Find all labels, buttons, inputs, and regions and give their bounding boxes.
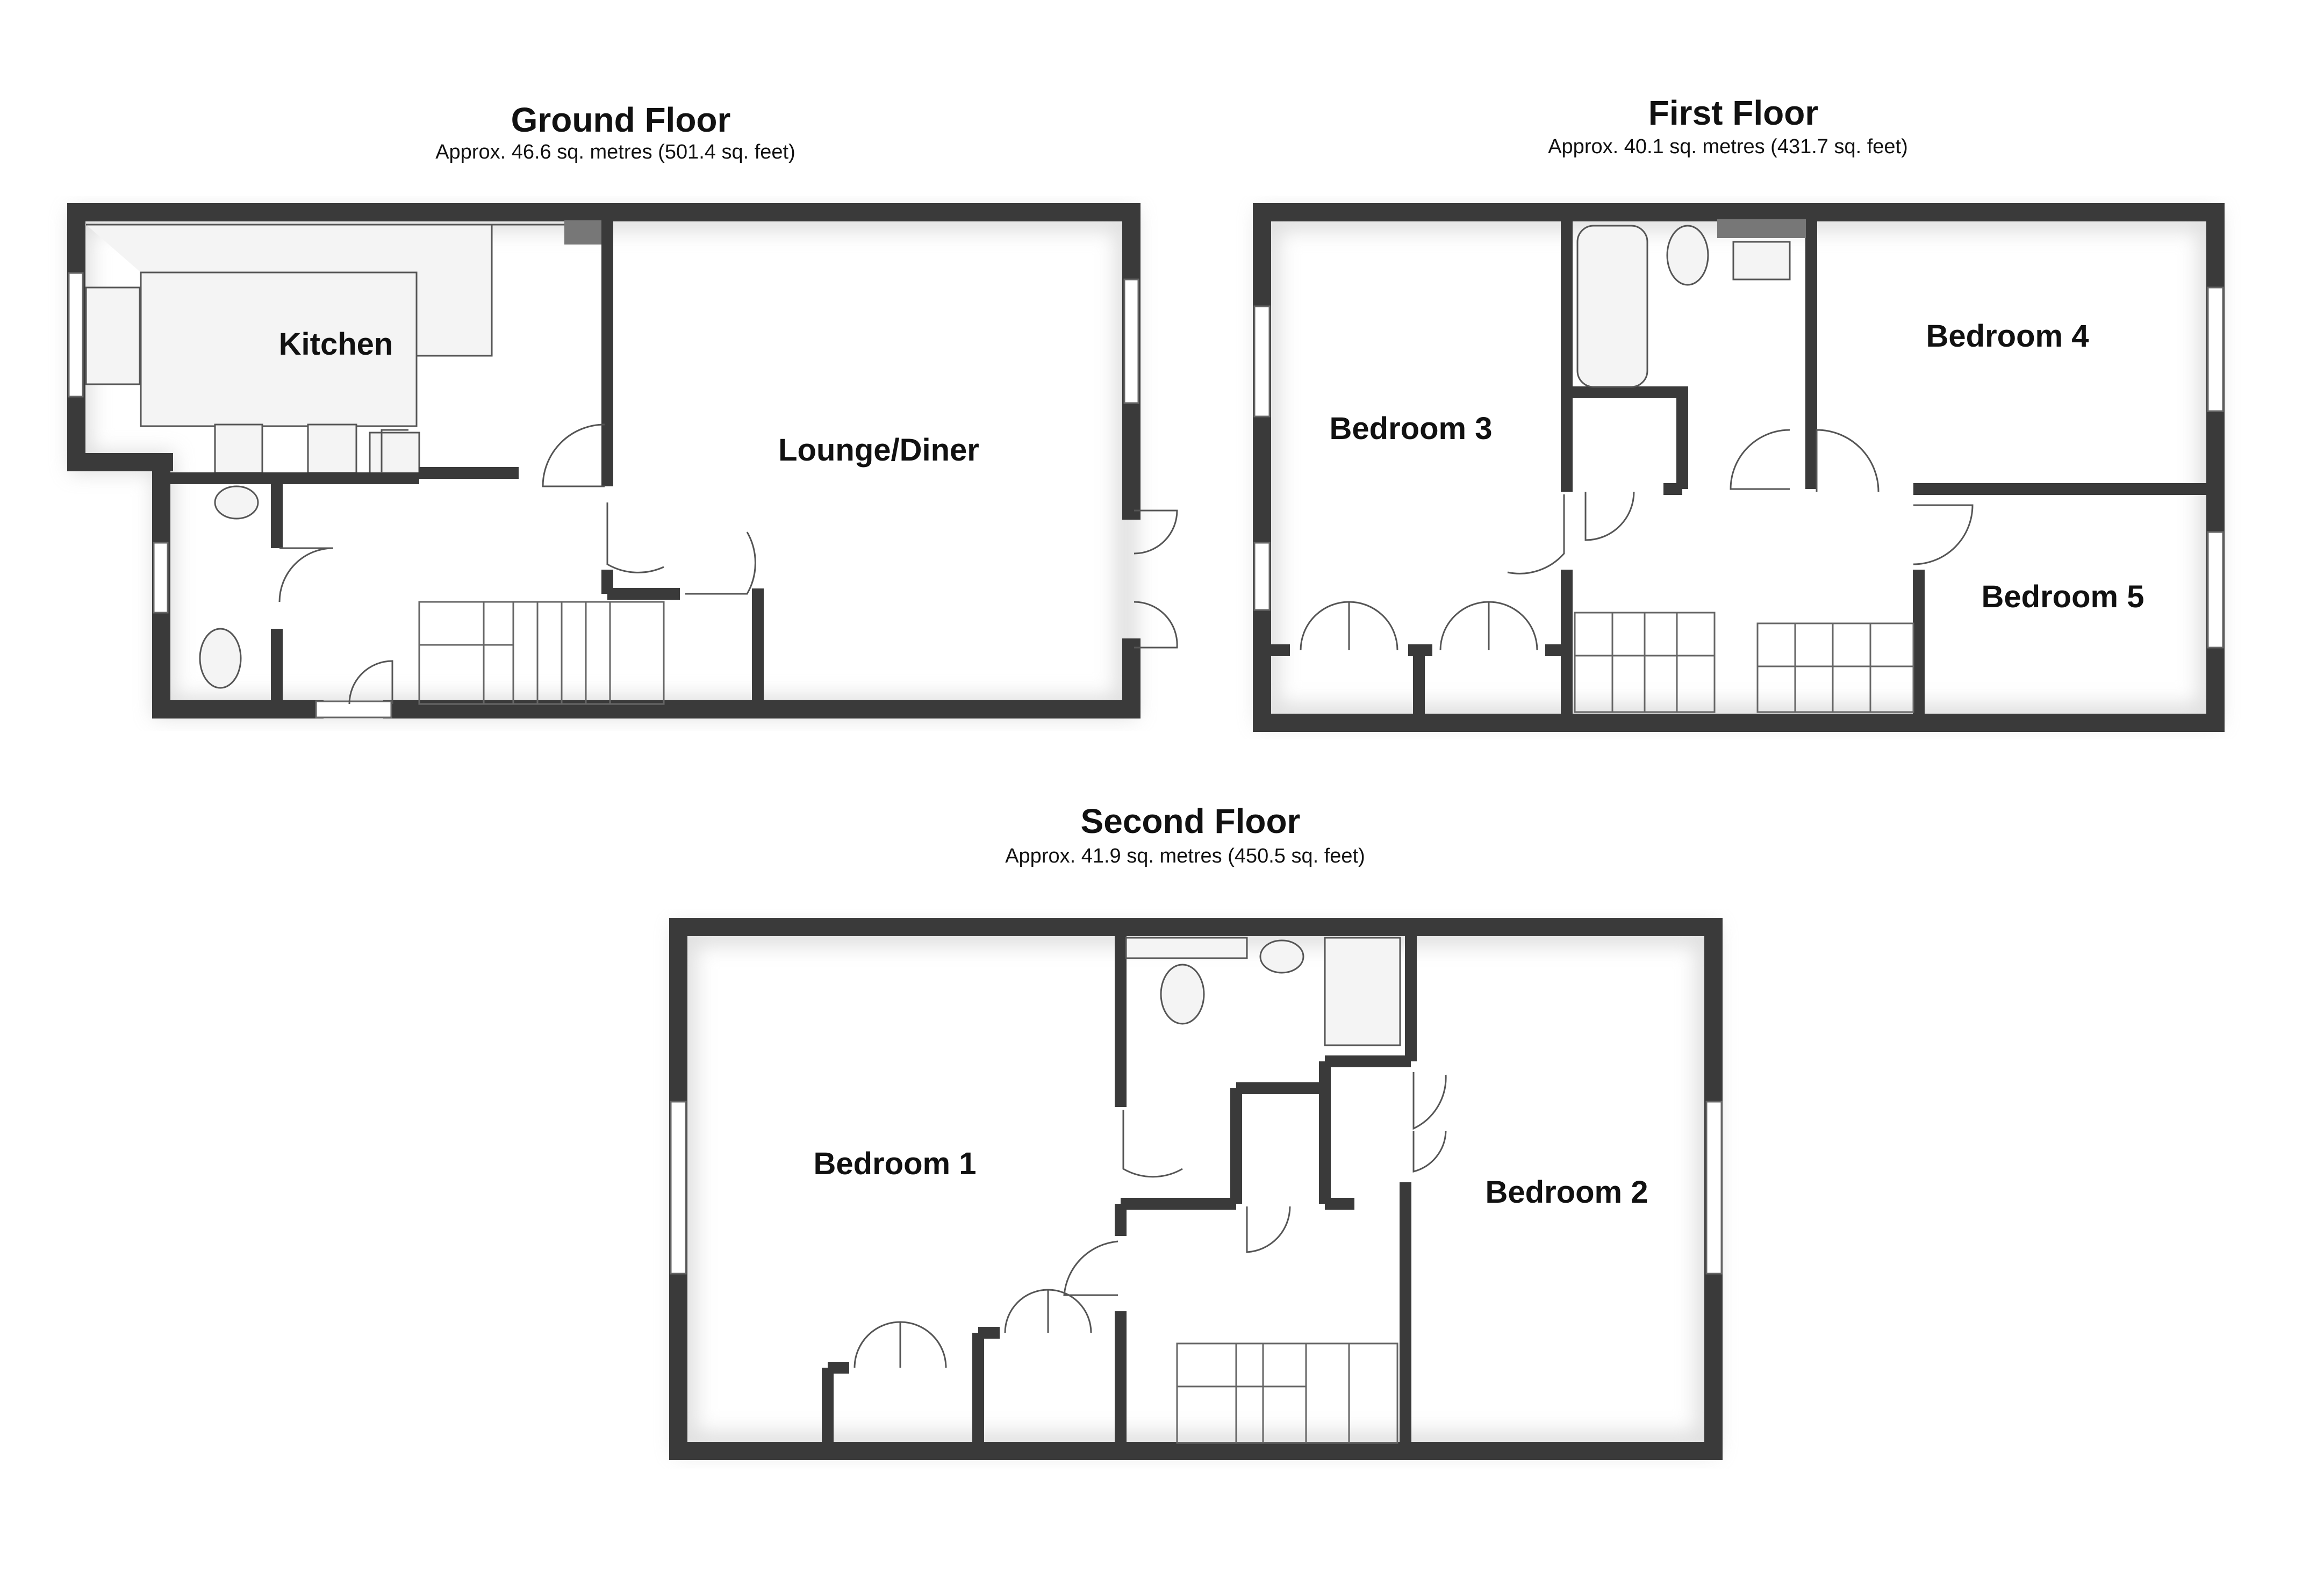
- second-floor-plan: Second Floor Approx. 41.9 sq. metres (45…: [669, 802, 1723, 1460]
- window-bed1: [670, 1101, 687, 1275]
- window-bed2: [1705, 1101, 1723, 1275]
- wc-basin: [214, 485, 259, 520]
- kitchen-counter: [140, 271, 418, 427]
- room-bedroom-2: Bedroom 2: [1486, 1175, 1648, 1210]
- first-floor-title: First Floor: [1648, 94, 1818, 132]
- ground-internal-walls: [161, 220, 764, 709]
- first-floor-plan: First Floor Approx. 40.1 sq. metres (431…: [1253, 94, 2225, 732]
- second-floor-area: Approx. 41.9 sq. metres (450.5 sq. feet): [1005, 845, 1365, 867]
- room-bedroom-1: Bedroom 1: [814, 1146, 977, 1181]
- second-outer-wall: [669, 918, 1723, 1460]
- first-doors: [1300, 429, 1974, 651]
- room-bedroom-3: Bedroom 3: [1330, 411, 1493, 446]
- boiler: [564, 220, 602, 245]
- window-bed3-b: [1253, 542, 1271, 611]
- second-stairs: [1176, 1342, 1398, 1444]
- kitchen-sink: [85, 286, 141, 385]
- ground-floor-area: Approx. 46.6 sq. metres (501.4 sq. feet): [435, 141, 795, 163]
- ground-floor-plan: Ground Floor Approx. 46.6 sq. metres (50…: [67, 100, 1178, 719]
- first-stairs: [1574, 612, 1914, 713]
- room-bedroom-4: Bedroom 4: [1926, 319, 2089, 354]
- window-bed5: [2207, 531, 2224, 649]
- window-wc: [153, 542, 169, 614]
- window-bed3-a: [1253, 305, 1271, 418]
- wc-toilet: [199, 628, 242, 689]
- cistern-second: [1125, 937, 1248, 959]
- bath: [1576, 225, 1648, 388]
- second-floor-title: Second Floor: [1081, 802, 1301, 840]
- ground-floor-title: Ground Floor: [511, 100, 731, 139]
- room-bedroom-5: Bedroom 5: [1982, 579, 2144, 614]
- second-internal-walls: [822, 935, 1417, 1446]
- cabinet-first: [1717, 219, 1806, 238]
- second-doors: [853, 1072, 1447, 1368]
- window-kitchen: [68, 272, 84, 398]
- basin-second: [1259, 939, 1304, 974]
- room-kitchen: Kitchen: [279, 327, 393, 362]
- hob: [214, 423, 263, 474]
- ground-stairs: [418, 601, 665, 705]
- ground-doors: [278, 423, 1178, 705]
- window-bed4: [2207, 286, 2224, 412]
- basin-first: [1732, 241, 1791, 281]
- first-floor-area: Approx. 40.1 sq. metres (431.7 sq. feet): [1548, 135, 1908, 158]
- front-door: [315, 700, 392, 719]
- shower-second: [1324, 937, 1401, 1046]
- toilet-first: [1666, 225, 1709, 286]
- first-outer-wall: [1253, 203, 2225, 732]
- first-internal-walls: [1268, 220, 2212, 715]
- cupboard-2: [369, 432, 420, 476]
- toilet-second: [1160, 964, 1205, 1025]
- window-lounge: [1123, 278, 1139, 404]
- room-lounge-diner: Lounge/Diner: [778, 433, 979, 468]
- cupboard-1: [307, 423, 357, 474]
